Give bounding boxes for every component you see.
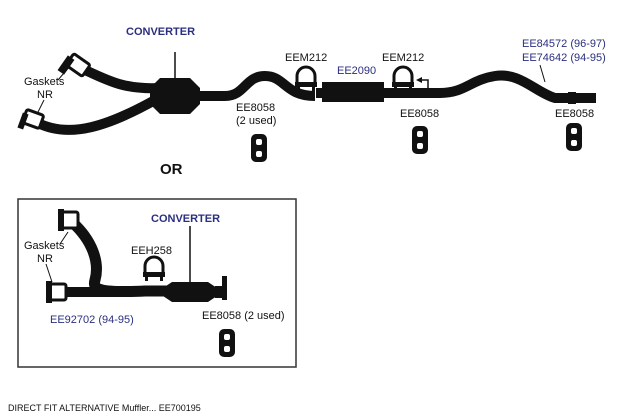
alt-converter [163, 282, 217, 302]
gaskets-label-nr: NR [37, 89, 53, 101]
clamp-icon [390, 65, 416, 93]
hanger-label: EE8058 [400, 108, 439, 120]
y-pipe-upper-leg [75, 63, 165, 94]
flange-gasket-icon [57, 52, 91, 78]
clamp-label: EEM212 [285, 52, 327, 64]
hanger-label: EE8058 [236, 102, 275, 114]
hanger-icon [412, 126, 428, 154]
top-assembly: CONVERTER Gaskets NR EE8058 (2 used) EEM… [17, 26, 606, 162]
clamp-icon [293, 65, 319, 93]
clamp-label: EEM212 [382, 52, 424, 64]
tailpipe [391, 70, 596, 103]
gaskets-label-nr: NR [37, 253, 53, 265]
tailpipe-label-alt: EE74642 (94-95) [522, 52, 606, 64]
intermediate-pipe [200, 70, 316, 101]
alt-assembly-frame [17, 198, 297, 368]
hanger-count-label: (2 used) [236, 115, 276, 127]
caption: DIRECT FIT ALTERNATIVE Muffler... EE7001… [8, 403, 201, 413]
tailpipe-label: EE84572 (96-97) [522, 38, 606, 50]
hanger-label: EE8058 [555, 108, 594, 120]
gaskets-label: Gaskets [24, 76, 65, 88]
pipe-label: EE92702 (94-95) [50, 314, 134, 326]
gaskets-label: Gaskets [24, 240, 65, 252]
clamp-icon [141, 255, 167, 283]
converter-body [150, 78, 200, 114]
muffler [322, 82, 384, 102]
hanger-icon [566, 123, 582, 151]
hanger-label: EE8058 (2 used) [202, 310, 285, 322]
hanger-icon [219, 329, 235, 357]
flange-gasket-icon [46, 281, 68, 303]
converter-label: CONVERTER [151, 213, 220, 225]
flange-gasket-icon [58, 209, 80, 231]
alt-assembly: Gaskets NR CONVERTER EEH258 EE92702 (94-… [17, 198, 297, 368]
flange-gasket-icon [17, 108, 45, 130]
clamp-label: EEH258 [131, 245, 172, 257]
or-label: OR [160, 161, 183, 178]
muffler-label: EE2090 [337, 65, 376, 77]
converter-label: CONVERTER [126, 26, 195, 38]
y-pipe-lower-leg [31, 95, 160, 135]
hanger-icon [251, 134, 267, 162]
alt-pipe [68, 217, 170, 298]
